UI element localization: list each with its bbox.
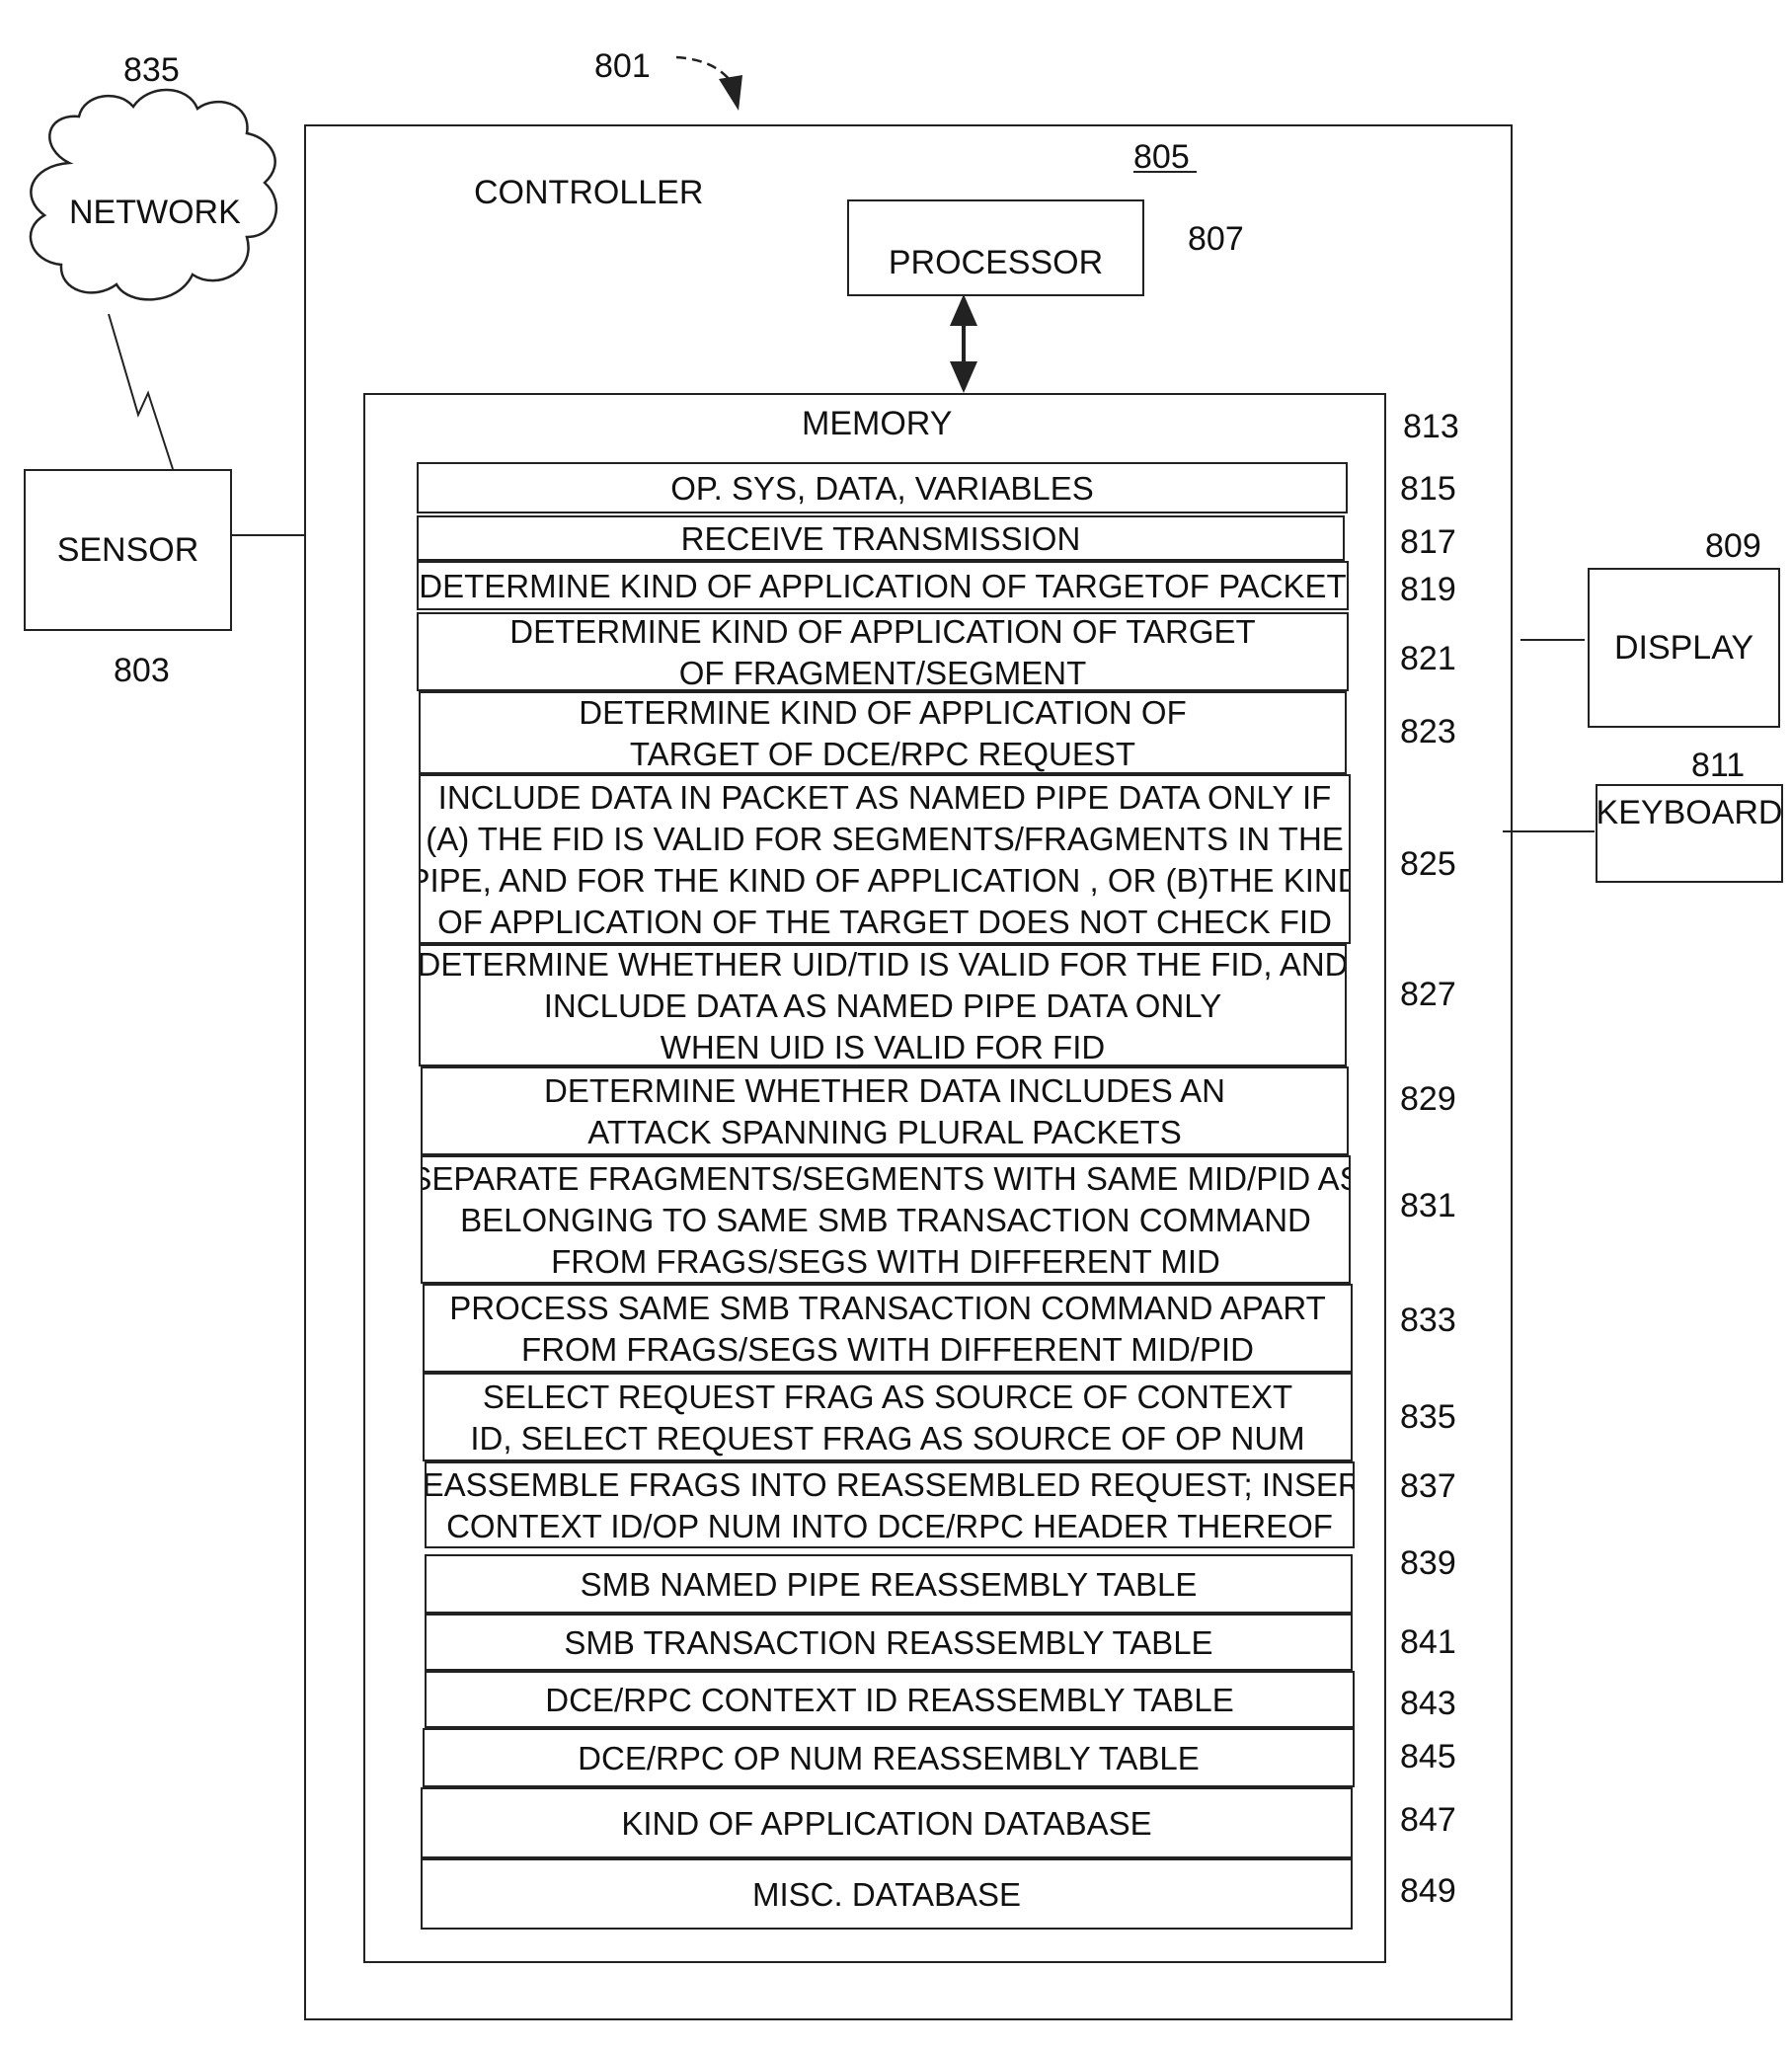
memory-row: SMB TRANSACTION REASSEMBLY TABLE xyxy=(425,1614,1353,1671)
memory-row: REASSEMBLE FRAGS INTO REASSEMBLED REQUES… xyxy=(425,1461,1355,1548)
memory-row-line: INCLUDE DATA AS NAMED PIPE DATA ONLY xyxy=(544,986,1221,1027)
memory-row-line: REASSEMBLE FRAGS INTO REASSEMBLED REQUES… xyxy=(425,1464,1355,1506)
memory-row-line: BELONGING TO SAME SMB TRANSACTION COMMAN… xyxy=(460,1200,1311,1241)
controller-label: CONTROLLER xyxy=(474,176,703,209)
memory-row-line: OP. SYS, DATA, VARIABLES xyxy=(670,468,1094,510)
memory-row-line: OF FRAGMENT/SEGMENT xyxy=(679,653,1087,691)
memory-row-ref: 825 xyxy=(1400,847,1456,881)
controller-ref: 805 xyxy=(1133,140,1190,174)
memory-row-line: PIPE, AND FOR THE KIND OF APPLICATION , … xyxy=(419,860,1351,902)
memory-row-line: FROM FRAGS/SEGS WITH DIFFERENT MID xyxy=(551,1241,1220,1283)
sensor-ref: 803 xyxy=(114,654,170,687)
memory-row-ref: 835 xyxy=(1400,1400,1456,1434)
memory-row-line: MISC. DATABASE xyxy=(752,1874,1021,1916)
memory-row: SELECT REQUEST FRAG AS SOURCE OF CONTEXT… xyxy=(423,1373,1353,1461)
memory-row-line: RECEIVE TRANSMISSION xyxy=(681,518,1081,560)
memory-row-line: (A) THE FID IS VALID FOR SEGMENTS/FRAGME… xyxy=(426,819,1344,860)
memory-row: OP. SYS, DATA, VARIABLES xyxy=(417,462,1348,513)
memory-row-ref: 821 xyxy=(1400,642,1456,675)
memory-row: INCLUDE DATA IN PACKET AS NAMED PIPE DAT… xyxy=(419,774,1351,944)
memory-row: DETERMINE WHETHER UID/TID IS VALID FOR T… xyxy=(419,944,1347,1066)
wireless-link-line xyxy=(109,314,173,469)
keyboard-ref: 811 xyxy=(1691,749,1745,782)
memory-row-ref: 833 xyxy=(1400,1303,1456,1337)
memory-row: PROCESS SAME SMB TRANSACTION COMMAND APA… xyxy=(423,1284,1353,1373)
memory-row: KIND OF APPLICATION DATABASE xyxy=(421,1787,1353,1858)
memory-row-ref: 823 xyxy=(1400,715,1456,749)
memory-row-line: SMB NAMED PIPE REASSEMBLY TABLE xyxy=(581,1564,1198,1606)
memory-row-line: INCLUDE DATA IN PACKET AS NAMED PIPE DAT… xyxy=(438,777,1332,819)
memory-row-ref: 841 xyxy=(1400,1625,1456,1659)
memory-row-line: ATTACK SPANNING PLURAL PACKETS xyxy=(587,1112,1181,1153)
memory-row-line: OF APPLICATION OF THE TARGET DOES NOT CH… xyxy=(437,902,1332,943)
display-box: DISPLAY xyxy=(1588,568,1780,728)
processor-ref: 807 xyxy=(1188,222,1244,256)
memory-row-ref: 847 xyxy=(1400,1803,1456,1837)
memory-row-ref: 837 xyxy=(1400,1469,1456,1503)
memory-row: DETERMINE KIND OF APPLICATION OF TARGETO… xyxy=(417,612,1349,691)
memory-row-line: DETERMINE KIND OF APPLICATION OF TARGETO… xyxy=(419,566,1346,607)
memory-row-ref: 829 xyxy=(1400,1082,1456,1116)
memory-row: DETERMINE KIND OF APPLICATION OF TARGETO… xyxy=(417,561,1349,610)
processor-box: PROCESSOR xyxy=(847,199,1144,296)
memory-row-line: TARGET OF DCE/RPC REQUEST xyxy=(630,734,1135,774)
memory-row-line: FROM FRAGS/SEGS WITH DIFFERENT MID/PID xyxy=(521,1329,1254,1371)
network-label: NETWORK xyxy=(69,196,241,229)
memory-row: SEPARATE FRAGMENTS/SEGMENTS WITH SAME MI… xyxy=(421,1155,1351,1284)
display-label: DISPLAY xyxy=(1614,629,1753,668)
memory-row-line: DETERMINE KIND OF APPLICATION OF TARGET xyxy=(509,612,1255,653)
memory-row-ref: 831 xyxy=(1400,1189,1456,1222)
memory-row-ref: 819 xyxy=(1400,573,1456,606)
memory-row-line: DCE/RPC OP NUM REASSEMBLY TABLE xyxy=(578,1738,1200,1779)
memory-row: RECEIVE TRANSMISSION xyxy=(417,515,1345,561)
keyboard-box: KEYBOARD xyxy=(1596,784,1783,883)
memory-row: DCE/RPC OP NUM REASSEMBLY TABLE xyxy=(423,1728,1355,1787)
memory-row-line: DCE/RPC CONTEXT ID REASSEMBLY TABLE xyxy=(545,1680,1233,1721)
memory-row-line: CONTEXT ID/OP NUM INTO DCE/RPC HEADER TH… xyxy=(446,1506,1333,1547)
memory-row-ref: 849 xyxy=(1400,1874,1456,1908)
system-ref: 801 xyxy=(594,49,651,83)
memory-row-ref: 815 xyxy=(1400,472,1456,506)
sensor-label: SENSOR xyxy=(57,531,199,570)
memory-row-line: SEPARATE FRAGMENTS/SEGMENTS WITH SAME MI… xyxy=(421,1158,1351,1200)
memory-row-ref: 817 xyxy=(1400,525,1456,559)
memory-row-ref: 843 xyxy=(1400,1687,1456,1720)
memory-row-ref: 827 xyxy=(1400,978,1456,1011)
keyboard-label: KEYBOARD xyxy=(1597,794,1783,832)
memory-row-line: ID, SELECT REQUEST FRAG AS SOURCE OF OP … xyxy=(470,1418,1304,1459)
memory-label: MEMORY xyxy=(802,407,952,440)
network-ref: 835 xyxy=(123,53,180,87)
memory-row-line: DETERMINE WHETHER DATA INCLUDES AN xyxy=(544,1070,1225,1112)
sensor-box: SENSOR xyxy=(24,469,232,631)
memory-row: DETERMINE WHETHER DATA INCLUDES ANATTACK… xyxy=(421,1066,1349,1155)
memory-row-line: PROCESS SAME SMB TRANSACTION COMMAND APA… xyxy=(449,1288,1325,1329)
memory-row-line: DETERMINE KIND OF APPLICATION OF xyxy=(579,692,1186,734)
memory-row: MISC. DATABASE xyxy=(421,1858,1353,1930)
display-ref: 809 xyxy=(1705,529,1761,563)
memory-row-line: WHEN UID IS VALID FOR FID xyxy=(661,1027,1105,1066)
memory-row-ref: 839 xyxy=(1400,1546,1456,1580)
memory-row-line: SELECT REQUEST FRAG AS SOURCE OF CONTEXT xyxy=(483,1377,1292,1418)
processor-label: PROCESSOR xyxy=(889,244,1103,282)
memory-row: DETERMINE KIND OF APPLICATION OFTARGET O… xyxy=(419,691,1347,774)
memory-row: DCE/RPC CONTEXT ID REASSEMBLY TABLE xyxy=(425,1671,1355,1728)
memory-row-line: SMB TRANSACTION REASSEMBLY TABLE xyxy=(564,1622,1212,1664)
system-pointer-arrow xyxy=(676,57,731,81)
memory-row: SMB NAMED PIPE REASSEMBLY TABLE xyxy=(425,1554,1353,1614)
memory-row-line: KIND OF APPLICATION DATABASE xyxy=(621,1803,1151,1845)
memory-row-line: DETERMINE WHETHER UID/TID IS VALID FOR T… xyxy=(419,944,1347,986)
memory-row-ref: 845 xyxy=(1400,1740,1456,1774)
memory-ref: 813 xyxy=(1403,410,1459,443)
